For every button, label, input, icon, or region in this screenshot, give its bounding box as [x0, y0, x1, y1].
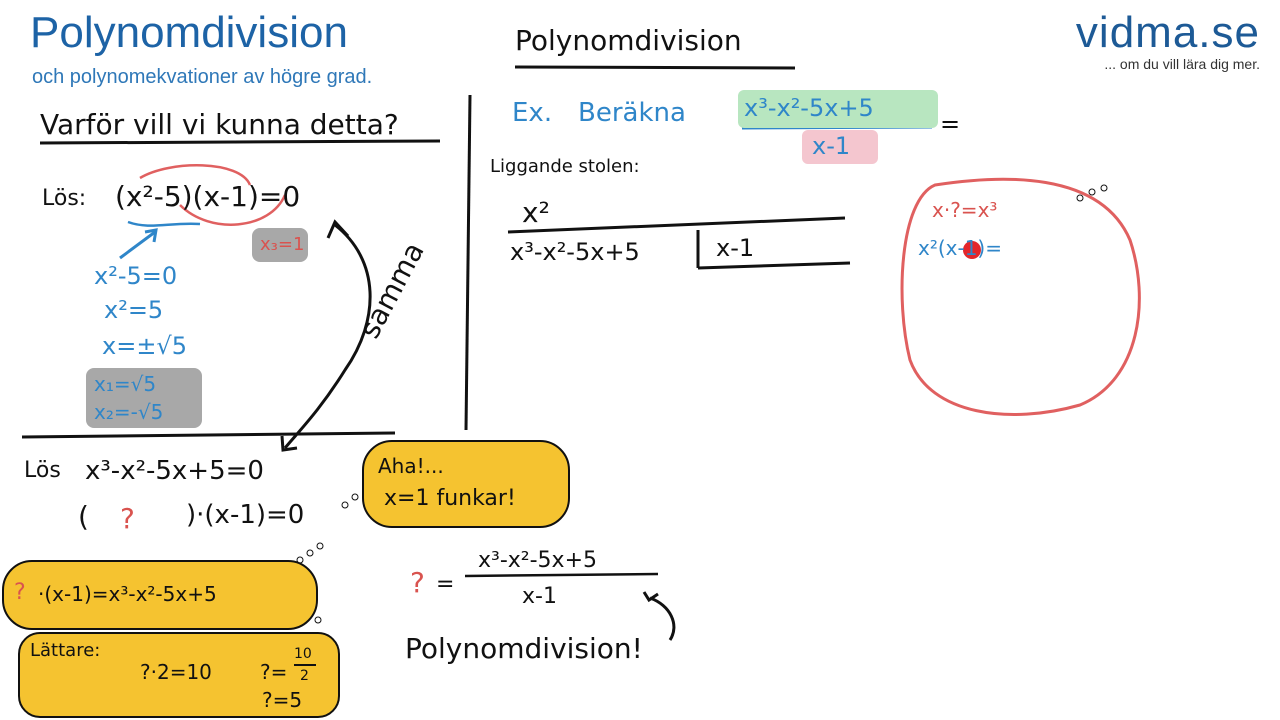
solution-1: x₁=√5: [94, 372, 157, 396]
fraction-question: ?: [410, 566, 425, 599]
lattare-fraction-bar: [294, 664, 316, 666]
fraction-denominator: x-1: [522, 584, 557, 609]
numerator-highlight: x³-x²-5x+5: [738, 90, 938, 128]
ex-label: Ex.: [512, 98, 553, 128]
lattare-bubble: Lättare: ?·2=10 ?= 10 2 ?=5: [18, 632, 340, 718]
equation-1: (x²-5)(x-1)=0: [115, 180, 301, 213]
left-heading: Varför vill vi kunna detta?: [40, 108, 399, 141]
lattare-eq-2-num: 10: [294, 646, 312, 662]
polynomdivision-exclaim: Polynomdivision!: [405, 632, 643, 665]
yellow-question: ?: [14, 580, 26, 605]
brand-tagline: ... om du vill lära dig mer.: [1104, 56, 1260, 72]
fraction-equals: =: [436, 572, 455, 597]
step-1: x²-5=0: [94, 262, 178, 290]
factor-rest: )·(x-1)=0: [186, 500, 305, 530]
fraction-numerator: x³-x²-5x+5: [478, 548, 598, 573]
solution-2: x₂=-√5: [94, 400, 164, 424]
ex-denominator: x-1: [812, 132, 851, 160]
x3-box: x₃=1: [252, 228, 308, 262]
x3-value: x₃=1: [260, 234, 305, 255]
ex-equals: =: [940, 110, 961, 138]
factor-open: (: [78, 500, 89, 533]
yellow-equation: ·(x-1)=x³-x²-5x+5: [38, 582, 217, 606]
yellow-equation-bubble: ? ·(x-1)=x³-x²-5x+5: [2, 560, 318, 630]
berakna-label: Beräkna: [578, 98, 686, 128]
division-quotient: x²: [522, 196, 550, 229]
aha-line-2: x=1 funkar!: [384, 486, 516, 511]
step-2: x²=5: [104, 296, 164, 324]
aha-bubble: Aha!... x=1 funkar!: [362, 440, 570, 528]
aha-line-1: Aha!...: [378, 454, 444, 478]
lattare-label: Lättare:: [30, 640, 101, 661]
division-divisor: x-1: [716, 234, 755, 262]
bubble-line-2: x²(x-1)=: [918, 236, 1002, 260]
division-dividend: x³-x²-5x+5: [510, 238, 640, 266]
solutions-box: x₁=√5 x₂=-√5: [86, 368, 202, 428]
liggande-stolen-label: Liggande stolen:: [490, 156, 640, 177]
right-heading: Polynomdivision: [515, 24, 742, 57]
video-title: Polynomdivision: [30, 8, 348, 57]
bubble-line-1: x·?=x³: [932, 198, 998, 222]
lattare-eq-2-den: 2: [300, 668, 309, 684]
lattare-eq-2-left: ?=: [260, 660, 288, 684]
ex-numerator: x³-x²-5x+5: [744, 94, 874, 122]
lattare-eq-1: ?·2=10: [140, 660, 212, 684]
denominator-highlight: x-1: [802, 130, 878, 164]
lattare-eq-3: ?=5: [262, 688, 303, 712]
step-3: x=±√5: [102, 332, 187, 360]
equation-2: x³-x²-5x+5=0: [85, 456, 264, 486]
brand-logo[interactable]: vidma.se: [1075, 8, 1260, 57]
los-label-2: Lös: [24, 458, 61, 483]
factor-question: ?: [120, 502, 135, 535]
video-subtitle: och polynomekvationer av högre grad.: [32, 66, 373, 88]
los-label-1: Lös:: [42, 186, 87, 211]
